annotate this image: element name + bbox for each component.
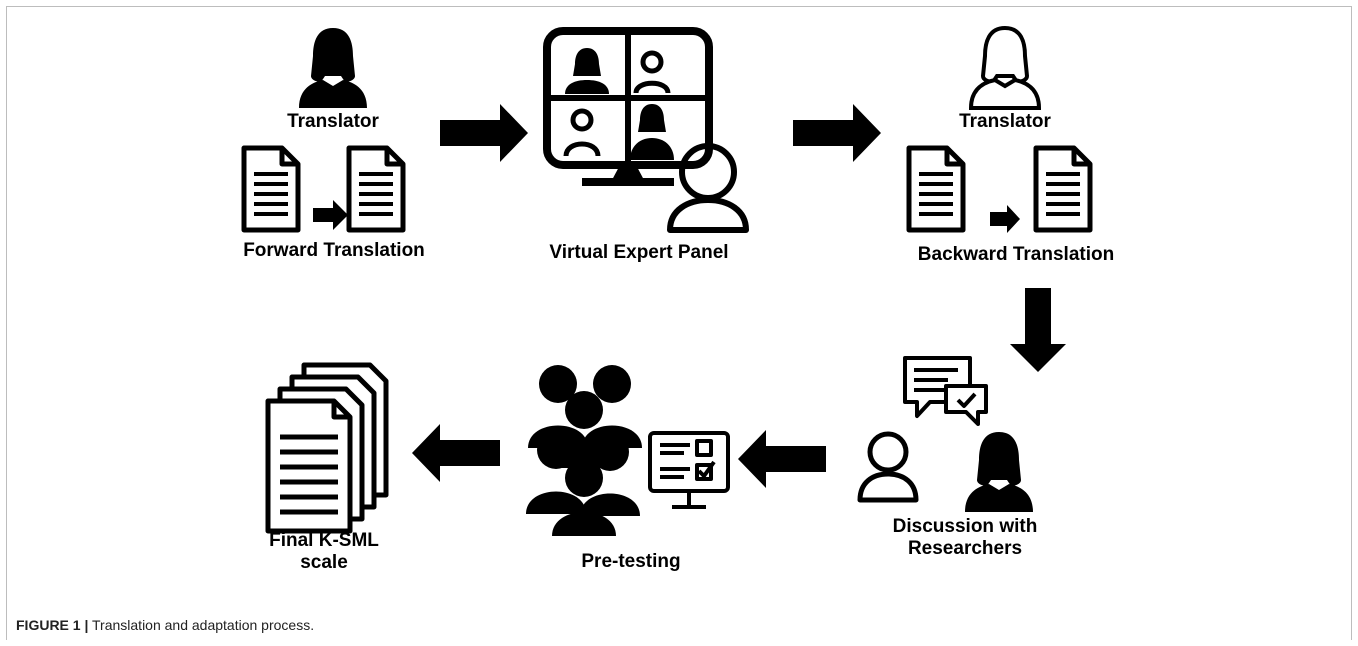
backward-translator-label: Translator: [959, 111, 1051, 132]
forward-translation-label: Forward Translation: [243, 240, 425, 261]
translator-woman-icon: [299, 28, 367, 108]
figure-caption: FIGURE 1 | Translation and adaptation pr…: [16, 617, 314, 633]
source-document-icon: [244, 148, 298, 230]
survey-monitor-icon: [648, 431, 730, 509]
researcher-woman-icon: [965, 432, 1033, 512]
translated-document-icon: [349, 148, 403, 230]
arrow-left-icon: [412, 424, 500, 482]
source-document-icon: [909, 148, 963, 230]
monitor-meeting-icon: [543, 27, 713, 186]
small-arrow-icon: [990, 205, 1020, 233]
arrow-left-icon: [738, 430, 826, 488]
researcher-person-icon: [857, 431, 919, 503]
translator-woman-outline-icon: [969, 26, 1041, 110]
arrow-right-icon: [793, 104, 881, 162]
small-arrow-icon: [313, 200, 348, 230]
arrow-right-icon: [440, 104, 528, 162]
pretesting-label: Pre-testing: [581, 551, 681, 572]
discussion-label: Discussion with Researchers: [892, 516, 1038, 559]
document-stack-icon: [265, 362, 389, 534]
back-translated-document-icon: [1036, 148, 1090, 230]
figure-frame: [6, 6, 1352, 640]
figure-number: FIGURE 1 |: [16, 617, 89, 633]
expert-person-icon: [667, 143, 749, 233]
final-scale-label: Final K-SML scale: [269, 530, 379, 573]
crowd-icon: [526, 365, 642, 536]
arrow-down-icon: [1010, 288, 1066, 372]
forward-translator-label: Translator: [287, 111, 379, 132]
virtual-expert-panel-label: Virtual Expert Panel: [549, 242, 729, 263]
caption-text: Translation and adaptation process.: [92, 617, 315, 633]
backward-translation-label: Backward Translation: [917, 244, 1115, 265]
chat-bubbles-icon: [903, 356, 988, 426]
